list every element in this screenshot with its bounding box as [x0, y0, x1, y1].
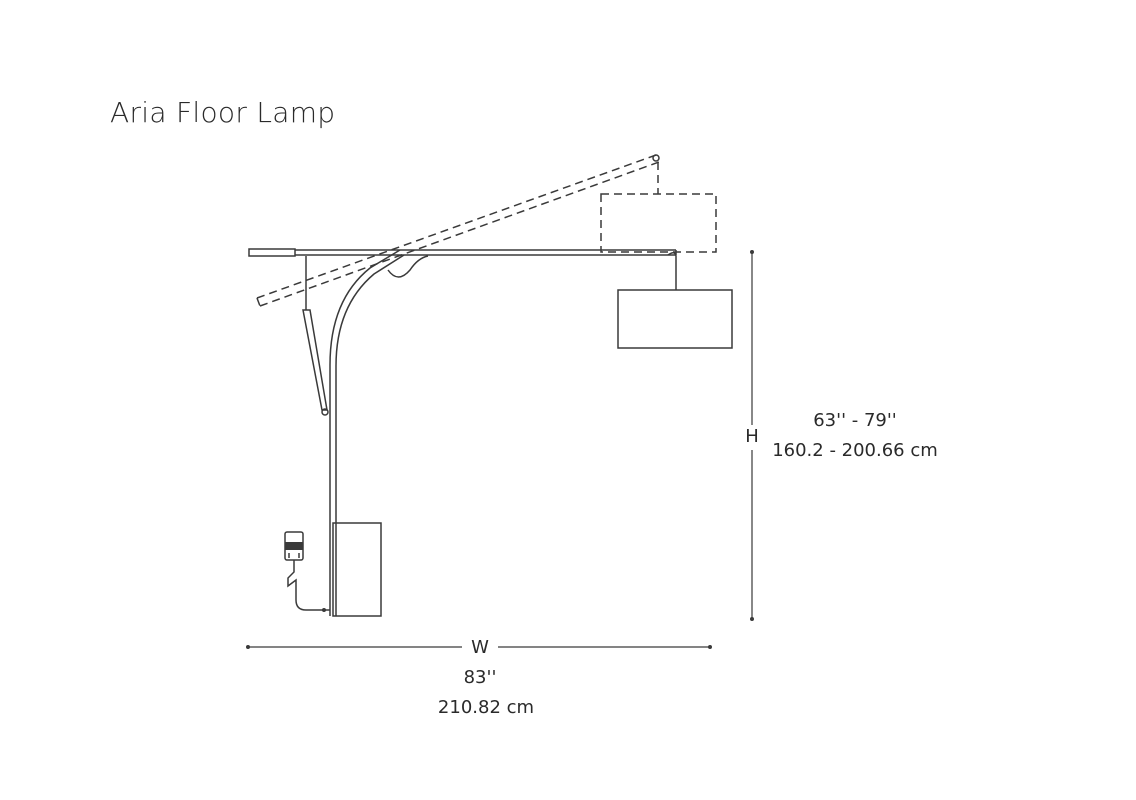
- lamp-arm-tilted: [256, 154, 660, 307]
- lamp-base: [332, 522, 382, 617]
- lamp-shade-raised: [600, 193, 717, 253]
- width-symbol: W: [471, 637, 489, 658]
- lamp-arm: [248, 248, 677, 290]
- height-imperial: 63'' - 79'': [813, 410, 897, 431]
- width-imperial: 83'': [463, 667, 497, 688]
- height-metric: 160.2 - 200.66 cm: [772, 440, 938, 461]
- width-dimension-line: [246, 645, 712, 649]
- lamp-tension-rod: [302, 256, 329, 416]
- page-title: Aria Floor Lamp: [110, 96, 336, 129]
- lamp-pole: [329, 249, 405, 616]
- height-dimension-line: [750, 250, 754, 621]
- lamp-shade: [617, 289, 733, 349]
- width-metric: 210.82 cm: [437, 697, 535, 718]
- lamp-plug: [284, 531, 330, 612]
- height-symbol: H: [745, 426, 759, 447]
